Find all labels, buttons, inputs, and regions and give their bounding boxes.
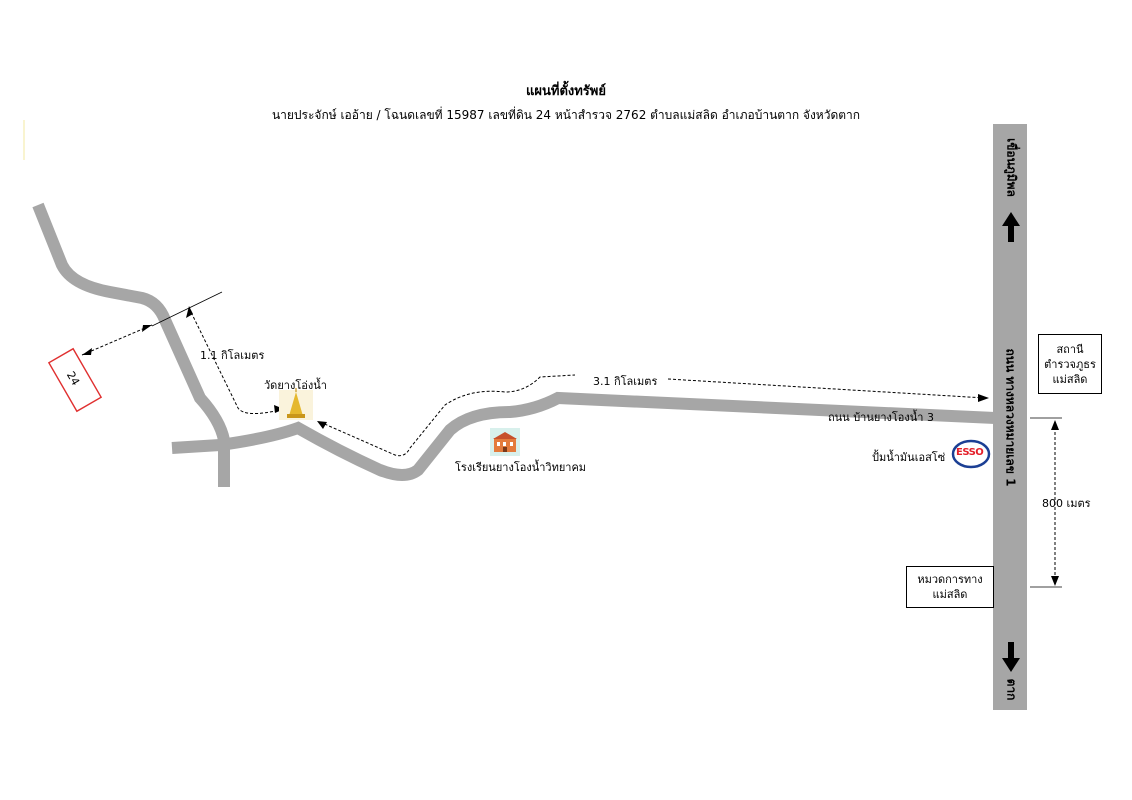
distance-temple-path <box>188 307 281 414</box>
gas-station-label: ปั้มน้ำมันเอสโซ่ <box>872 451 946 464</box>
map-title: แผนที่ตั้งทรัพย์ <box>526 84 606 99</box>
police-line-2: ตำรวจภูธร <box>1044 357 1096 371</box>
distance-temple-label: 1.1 กิโลเมตร <box>200 349 265 362</box>
police-station-box: สถานี ตำรวจภูธร แม่สลิด <box>1038 334 1102 394</box>
distance-800-label: 800 เมตร <box>1042 497 1091 510</box>
temple-label: วัดยางโอ่งน้ำ <box>264 379 327 392</box>
school-icon <box>490 428 520 456</box>
arrowhead <box>142 325 152 332</box>
reference-line <box>151 291 223 327</box>
distance-parcel-road <box>81 324 153 356</box>
local-road-label: ถนน บ้านยางโองน้ำ 3 <box>828 411 934 424</box>
police-line-3: แม่สลิด <box>1052 372 1088 386</box>
arrowhead <box>82 348 92 355</box>
school-label: โรงเรียนยางโองน้ำวิทยาคม <box>455 461 587 474</box>
arrow-down-icon <box>1002 642 1020 672</box>
distance-main-label: 3.1 กิโลเมตร <box>593 375 658 388</box>
winding-road-north <box>32 202 230 487</box>
distance-main-path-b <box>667 378 986 399</box>
police-line-1: สถานี <box>1056 342 1084 356</box>
highway-unit-line-2: แม่สลิด <box>932 588 968 601</box>
highway-label: ถนน ทางหลวงหมายเลข 1 <box>1003 348 1018 487</box>
local-road <box>171 391 996 481</box>
highway-unit-line-1: หมวดการทาง <box>917 573 983 586</box>
arrowhead <box>978 394 989 402</box>
esso-logo-text: ESSO <box>956 447 984 458</box>
north-direction-label: เขื่อนภูมิพล <box>1004 138 1019 197</box>
arrow-up-icon <box>1002 212 1020 242</box>
map-subtitle: นายประจักษ์ เออ้าย / โฉนดเลขที่ 15987 เล… <box>271 108 861 122</box>
esso-logo <box>951 439 991 469</box>
arrowhead <box>1051 576 1059 586</box>
arrowhead <box>1051 420 1059 430</box>
arrowhead <box>186 306 193 318</box>
south-direction-label: ตาก <box>1004 678 1019 701</box>
highway-unit-box: หมวดการทาง แม่สลิด <box>906 566 994 608</box>
arrowhead <box>317 421 327 429</box>
temple-icon <box>279 388 313 420</box>
parcel-24 <box>47 347 103 413</box>
distance-main-path-a <box>319 374 576 457</box>
